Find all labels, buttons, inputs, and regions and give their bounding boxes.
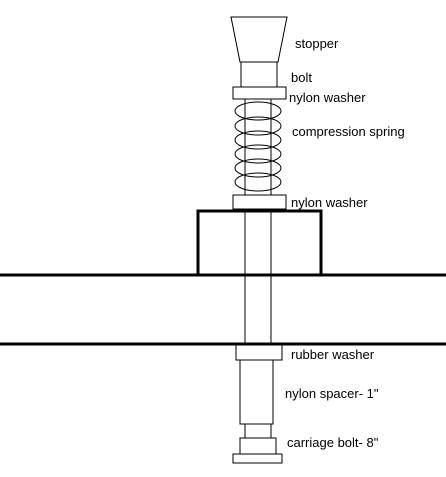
bracket	[196, 209, 323, 274]
carriage-bolt-body	[239, 437, 277, 455]
rubber-washer	[235, 344, 283, 361]
label-nylon-spacer: nylon spacer- 1"	[285, 386, 379, 401]
label-nylon-washer-top: nylon washer	[289, 90, 366, 105]
bolt	[240, 61, 278, 88]
label-nylon-washer-bottom: nylon washer	[291, 195, 368, 210]
label-compression-spring: compression spring	[292, 124, 405, 139]
label-carriage-bolt: carriage bolt- 8"	[287, 435, 379, 450]
carriage-bolt-nut	[244, 423, 272, 439]
compression-spring	[234, 101, 282, 192]
nylon-washer-top	[232, 86, 287, 100]
nylon-spacer	[239, 359, 274, 425]
carriage-bolt-head	[232, 453, 283, 464]
label-bolt: bolt	[291, 70, 312, 85]
label-rubber-washer: rubber washer	[291, 347, 375, 362]
stopper	[230, 16, 288, 63]
nylon-washer-bottom	[232, 194, 287, 210]
label-stopper: stopper	[295, 36, 339, 51]
